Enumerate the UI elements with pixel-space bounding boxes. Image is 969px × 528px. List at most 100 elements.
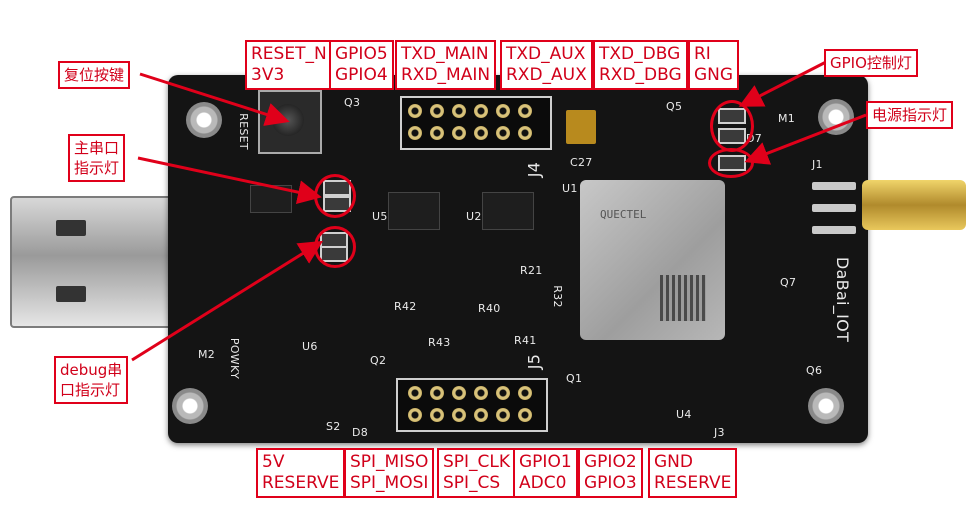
- pin-label-spi-clk-cs: SPI_CLK SPI_CS: [437, 448, 517, 498]
- silk-r43: R43: [428, 336, 451, 349]
- header-pin: [474, 126, 488, 140]
- header-pin: [518, 104, 532, 118]
- silk-q6: Q6: [806, 364, 823, 377]
- pin-label-aux-uart: TXD_AUX RXD_AUX: [500, 40, 593, 90]
- header-pin: [430, 104, 444, 118]
- pin-label-debug-uart: TXD_DBG RXD_DBG: [593, 40, 688, 90]
- silk-reset: RESET: [236, 113, 250, 150]
- chip-u2: [482, 192, 534, 230]
- silk-q5: Q5: [666, 100, 683, 113]
- mount-hole: [808, 388, 844, 424]
- callout-line2: 口指示灯: [60, 381, 121, 399]
- mount-hole: [172, 388, 208, 424]
- header-pin: [496, 386, 510, 400]
- silk-s2: S2: [326, 420, 341, 433]
- header-pin: [452, 386, 466, 400]
- tantalum-capacitor: [566, 110, 596, 144]
- module-label: QUECTEL: [600, 208, 647, 221]
- header-pin: [474, 386, 488, 400]
- header-pin: [408, 386, 422, 400]
- mount-hole: [818, 99, 854, 135]
- usb-slot: [56, 220, 86, 236]
- pin-label-line2: RXD_MAIN: [401, 65, 491, 85]
- pin-label-line1: SPI_CLK: [443, 452, 511, 472]
- pin-label-line1: 5V: [262, 452, 285, 472]
- pin-label-5v-reserve: 5V RESERVE: [256, 448, 346, 498]
- chip-u5: [388, 192, 440, 230]
- silk-q3: Q3: [344, 96, 361, 109]
- header-pin: [496, 104, 510, 118]
- silk-u5: U5: [372, 210, 388, 223]
- pin-label-line2: 3V3: [251, 65, 285, 85]
- silk-r21: R21: [520, 264, 543, 277]
- silk-d8: D8: [352, 426, 369, 439]
- sma-antenna-connector: [862, 180, 966, 230]
- header-pin: [430, 386, 444, 400]
- sma-pin: [812, 182, 856, 190]
- callout-line2: 指示灯: [74, 159, 120, 177]
- pin-label-line2: RESERVE: [654, 473, 732, 493]
- silk-j1: J1: [812, 158, 823, 171]
- reset-switch-cap: [272, 104, 304, 136]
- pin-label-line2: ADC0: [519, 473, 567, 493]
- callout-main-uart-led: 主串口 指示灯: [68, 134, 126, 182]
- sma-pin: [812, 226, 856, 234]
- pin-label-line2: GNG: [694, 65, 734, 85]
- header-pin: [452, 126, 466, 140]
- silk-u2: U2: [466, 210, 482, 223]
- header-pin: [430, 408, 444, 422]
- header-pin: [408, 104, 422, 118]
- debug-led-highlight: [314, 226, 356, 268]
- pin-label-gpio2-gpio3: GPIO2 GPIO3: [578, 448, 643, 498]
- callout-line1: 主串口: [74, 139, 120, 157]
- pin-label-gpio1-adc0: GPIO1 ADC0: [513, 448, 578, 498]
- silk-u4: U4: [676, 408, 692, 421]
- silk-q7: Q7: [780, 276, 797, 289]
- pin-label-line2: SPI_CS: [443, 473, 501, 493]
- pin-label-line2: RESERVE: [262, 473, 340, 493]
- callout-gpio-led: GPIO控制灯: [824, 49, 918, 77]
- header-pin: [474, 408, 488, 422]
- pin-label-line1: TXD_MAIN: [401, 44, 489, 64]
- silk-r42: R42: [394, 300, 417, 313]
- usb-slot: [56, 286, 86, 302]
- pin-label-line1: GPIO1: [519, 452, 572, 472]
- pin-label-line1: TXD_AUX: [506, 44, 586, 64]
- pin-label-reset-3v3: RESET_N 3V3: [245, 40, 333, 90]
- silk-r40: R40: [478, 302, 501, 315]
- pin-label-line2: GPIO3: [584, 473, 637, 493]
- silk-r41: R41: [514, 334, 537, 347]
- pin-label-gnd-reserve: GND RESERVE: [648, 448, 738, 498]
- main-uart-led-highlight: [314, 174, 356, 218]
- pin-label-main-uart: TXD_MAIN RXD_MAIN: [395, 40, 497, 90]
- pin-label-spi-miso-mosi: SPI_MISO SPI_MOSI: [344, 448, 435, 498]
- silk-q1: Q1: [566, 372, 583, 385]
- pin-label-line1: GPIO5: [335, 44, 388, 64]
- header-j5: [396, 378, 548, 432]
- callout-power-led: 电源指示灯: [866, 101, 954, 129]
- pin-label-line1: RI: [694, 44, 711, 64]
- header-j4: [400, 96, 552, 150]
- power-led-highlight: [708, 148, 754, 178]
- callout-line1: debug串: [60, 361, 123, 379]
- silk-j5: J5: [524, 353, 544, 370]
- header-pin: [452, 408, 466, 422]
- gpio-led-highlight: [710, 100, 754, 152]
- header-pin: [518, 408, 532, 422]
- chip-u9: [250, 185, 292, 213]
- silk-j3: J3: [714, 426, 725, 439]
- pin-label-line2: RXD_AUX: [506, 65, 587, 85]
- silk-q2: Q2: [370, 354, 387, 367]
- pin-label-line1: GND: [654, 452, 693, 472]
- silk-m2: M2: [198, 348, 216, 361]
- pin-label-line1: RESET_N: [251, 44, 327, 64]
- pin-label-gpio5-gpio4: GPIO5 GPIO4: [329, 40, 394, 90]
- header-pin: [430, 126, 444, 140]
- header-pin: [408, 126, 422, 140]
- header-pin: [518, 126, 532, 140]
- header-pin: [496, 126, 510, 140]
- module-qr-code: [660, 275, 706, 321]
- header-pin: [452, 104, 466, 118]
- silk-j4: J4: [524, 161, 544, 178]
